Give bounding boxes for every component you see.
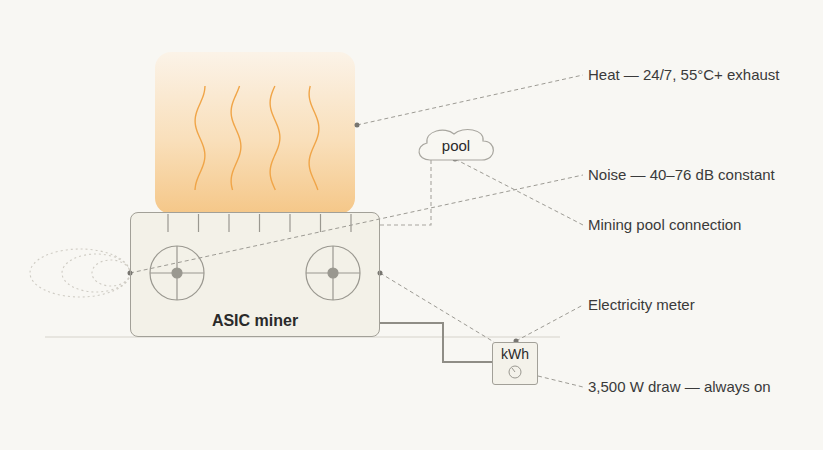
miner-housing-fill	[130, 212, 380, 337]
heat-wave	[309, 86, 319, 190]
heat-wave	[270, 86, 280, 190]
callout-label: 3,500 W draw — always on	[588, 378, 771, 396]
callout-label: Heat — 24/7, 55°C+ exhaust	[588, 66, 780, 84]
meter-box: kWh	[492, 342, 538, 385]
node-label: ASIC miner	[212, 311, 298, 330]
callout-label: Electricity meter	[588, 296, 695, 314]
heat-waves	[195, 86, 319, 190]
leader-lines	[130, 75, 583, 387]
heat-wave	[195, 86, 205, 190]
fan-symbol	[150, 246, 204, 300]
vent-slots	[168, 214, 351, 232]
dial-needle	[512, 368, 515, 372]
callout-label: Noise — 40–76 dB constant	[588, 166, 775, 184]
node-label: kWh	[501, 346, 529, 363]
noise-waves	[30, 249, 130, 297]
vent-slot	[350, 214, 351, 232]
vent-slot	[259, 214, 260, 232]
power-wire	[380, 323, 492, 362]
pool-link	[380, 159, 431, 225]
vent-slot	[320, 214, 321, 232]
heat-wave	[231, 86, 241, 190]
callout-label: Mining pool connection	[588, 216, 741, 234]
pool-cloud: pool	[414, 127, 498, 161]
vent-slot	[167, 214, 168, 232]
node-label: pool	[442, 137, 470, 155]
vent-slot	[289, 214, 290, 232]
miner-box: ASIC miner	[130, 212, 380, 337]
fan-symbol	[306, 246, 360, 300]
leader-dots	[128, 123, 519, 344]
vent-slot	[228, 214, 229, 232]
heat-plume	[155, 52, 355, 214]
dial-circle	[509, 366, 521, 378]
vent-slot	[198, 214, 199, 232]
cloud-shape	[419, 130, 493, 160]
